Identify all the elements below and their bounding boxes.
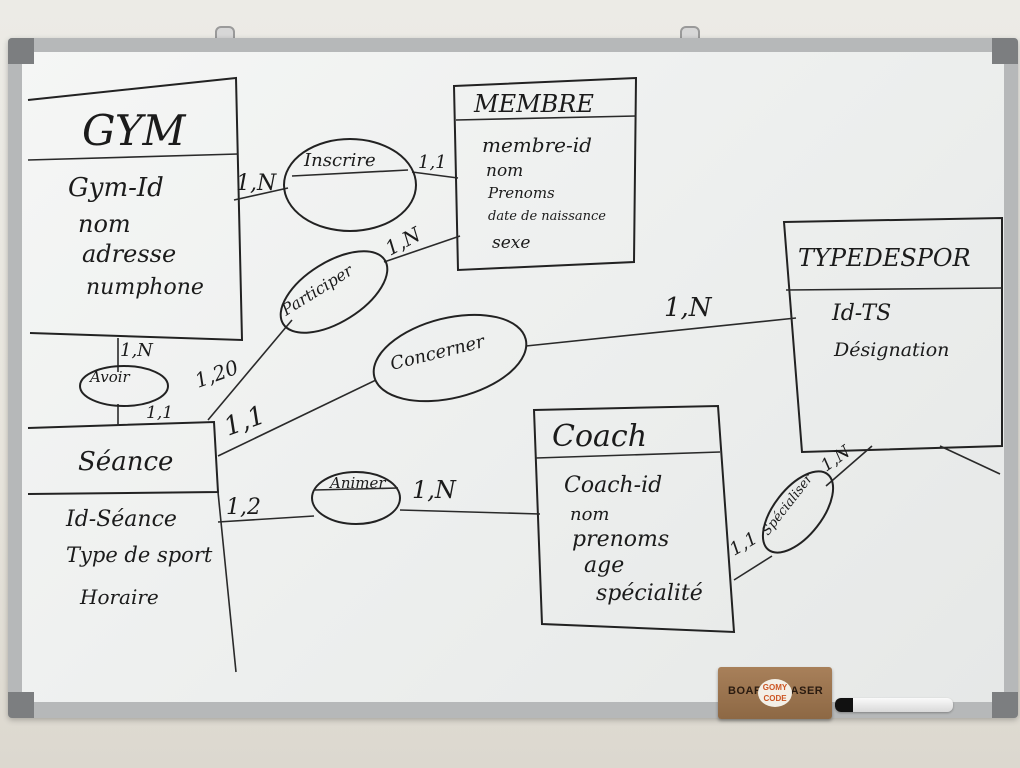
relation-avoir: Avoir [79,365,169,407]
cardinality-label: 1,N [412,476,457,504]
entity-attribute: Id-Séance [65,507,177,532]
entity-attribute: Prenoms [487,184,555,202]
entity-attribute: prenoms [572,527,669,552]
relation-label: Participer [277,260,357,320]
relation-label: Spécialiser [759,471,816,538]
relation-inscrire: Inscrire [283,138,417,232]
connector-lines [117,171,873,581]
entity-attribute: Désignation [833,339,949,361]
cardinality-label: 1,N [120,340,154,361]
cardinality-label: 1,N [664,293,713,323]
entity-seance: Séance Id-Séance Type de sport Horaire [27,420,237,673]
entity-title: Séance [78,447,173,477]
cardinality-label: 1,1 [726,528,761,561]
relation-label: Concerner [388,331,488,375]
entity-attribute: adresse [82,240,176,268]
eraser-logo: GOMY CODE [758,679,792,707]
entity-membre: MEMBRE membre-id nom Prenoms date de nai… [452,76,638,272]
entity-attribute: nom [570,504,610,525]
frame-corner-bottom-right [992,692,1018,718]
relation-animer: Animer [311,471,401,525]
cardinality-label: 1,20 [192,355,242,393]
relation-label: Inscrire [303,150,376,171]
cardinality-label: 1,2 [226,495,261,520]
entity-attribute: spécialité [596,581,703,606]
board-eraser: BOARD ERASER GOMY CODE [718,667,832,719]
frame-corner-top-right [992,38,1018,64]
relation-label: Animer [328,474,386,492]
relation-label: Avoir [88,368,131,386]
entity-attribute: Type de sport [66,543,213,567]
entity-typedesport: TYPEDESPOR Id-TS Désignation [782,216,1003,475]
cardinality-label: 1,1 [220,400,269,442]
frame-corner-top-left [8,38,34,64]
marker-cap [835,698,853,712]
cardinality-label: 1,N [236,171,277,196]
cardinality-label: 1,1 [146,403,173,423]
entity-attribute: nom [78,210,131,238]
entity-gym: GYM Gym-Id nom adresse numphone [27,76,244,342]
entity-title: MEMBRE [473,90,594,118]
frame-corner-bottom-left [8,692,34,718]
entity-attribute: Horaire [79,585,159,609]
cardinality-label: 1,1 [418,152,447,173]
whiteboard-marker [835,698,953,712]
entity-coach: Coach Coach-id nom prenoms age spécialit… [532,404,736,634]
eraser-logo-line: CODE [763,694,787,703]
entity-attribute: Gym-Id [68,173,164,203]
relation-participer: Participer [277,250,389,334]
entity-title: Coach [552,419,647,454]
relation-concerner: Concerner [372,313,528,403]
whiteboard-surface [22,52,1004,702]
entity-attribute: sexe [492,233,530,253]
entity-title: TYPEDESPOR [798,244,971,272]
entity-attribute: membre-id [482,133,592,157]
entity-attribute: numphone [86,275,204,300]
entity-attribute: date de naissance [488,209,606,224]
entity-attribute: nom [486,161,523,181]
entity-attribute: Coach-id [564,473,662,498]
eraser-logo-line: GOMY [762,683,788,692]
relation-specialiser: Spécialiser [759,470,835,554]
entity-attribute: Id-TS [831,301,891,326]
entity-attribute: age [584,553,624,578]
entity-title: GYM [82,106,187,155]
